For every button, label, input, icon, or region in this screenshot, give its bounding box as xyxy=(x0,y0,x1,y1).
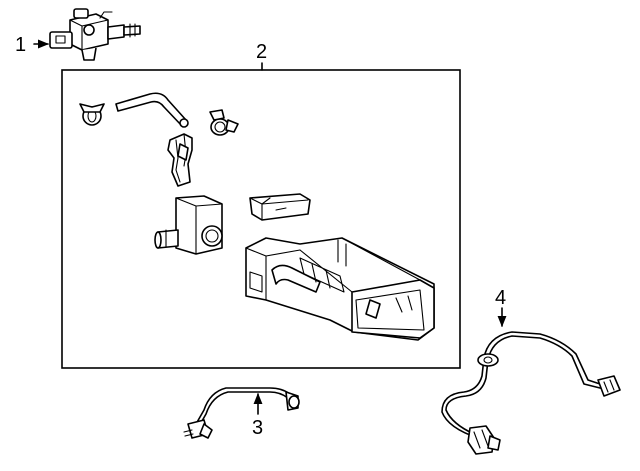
vent-hose[interactable] xyxy=(115,92,189,128)
part-1-vsv-valve[interactable] xyxy=(49,8,141,61)
pump-module[interactable] xyxy=(154,195,223,255)
charcoal-canister[interactable] xyxy=(245,237,435,341)
part-3-wire-harness[interactable] xyxy=(183,387,300,439)
callout-4-label: 4 xyxy=(495,287,506,309)
bracket-clip[interactable] xyxy=(167,133,193,187)
part-2-assembly-frame xyxy=(61,69,461,369)
callout-2-label: 2 xyxy=(256,41,267,63)
part-4-sensor-wire[interactable] xyxy=(441,331,621,455)
hose-clamp-left[interactable] xyxy=(79,103,105,126)
callout-3-label: 3 xyxy=(252,417,263,439)
mounting-bracket[interactable] xyxy=(249,193,311,221)
callout-1-label: 1 xyxy=(15,34,26,56)
hose-clamp-right[interactable] xyxy=(209,109,239,136)
